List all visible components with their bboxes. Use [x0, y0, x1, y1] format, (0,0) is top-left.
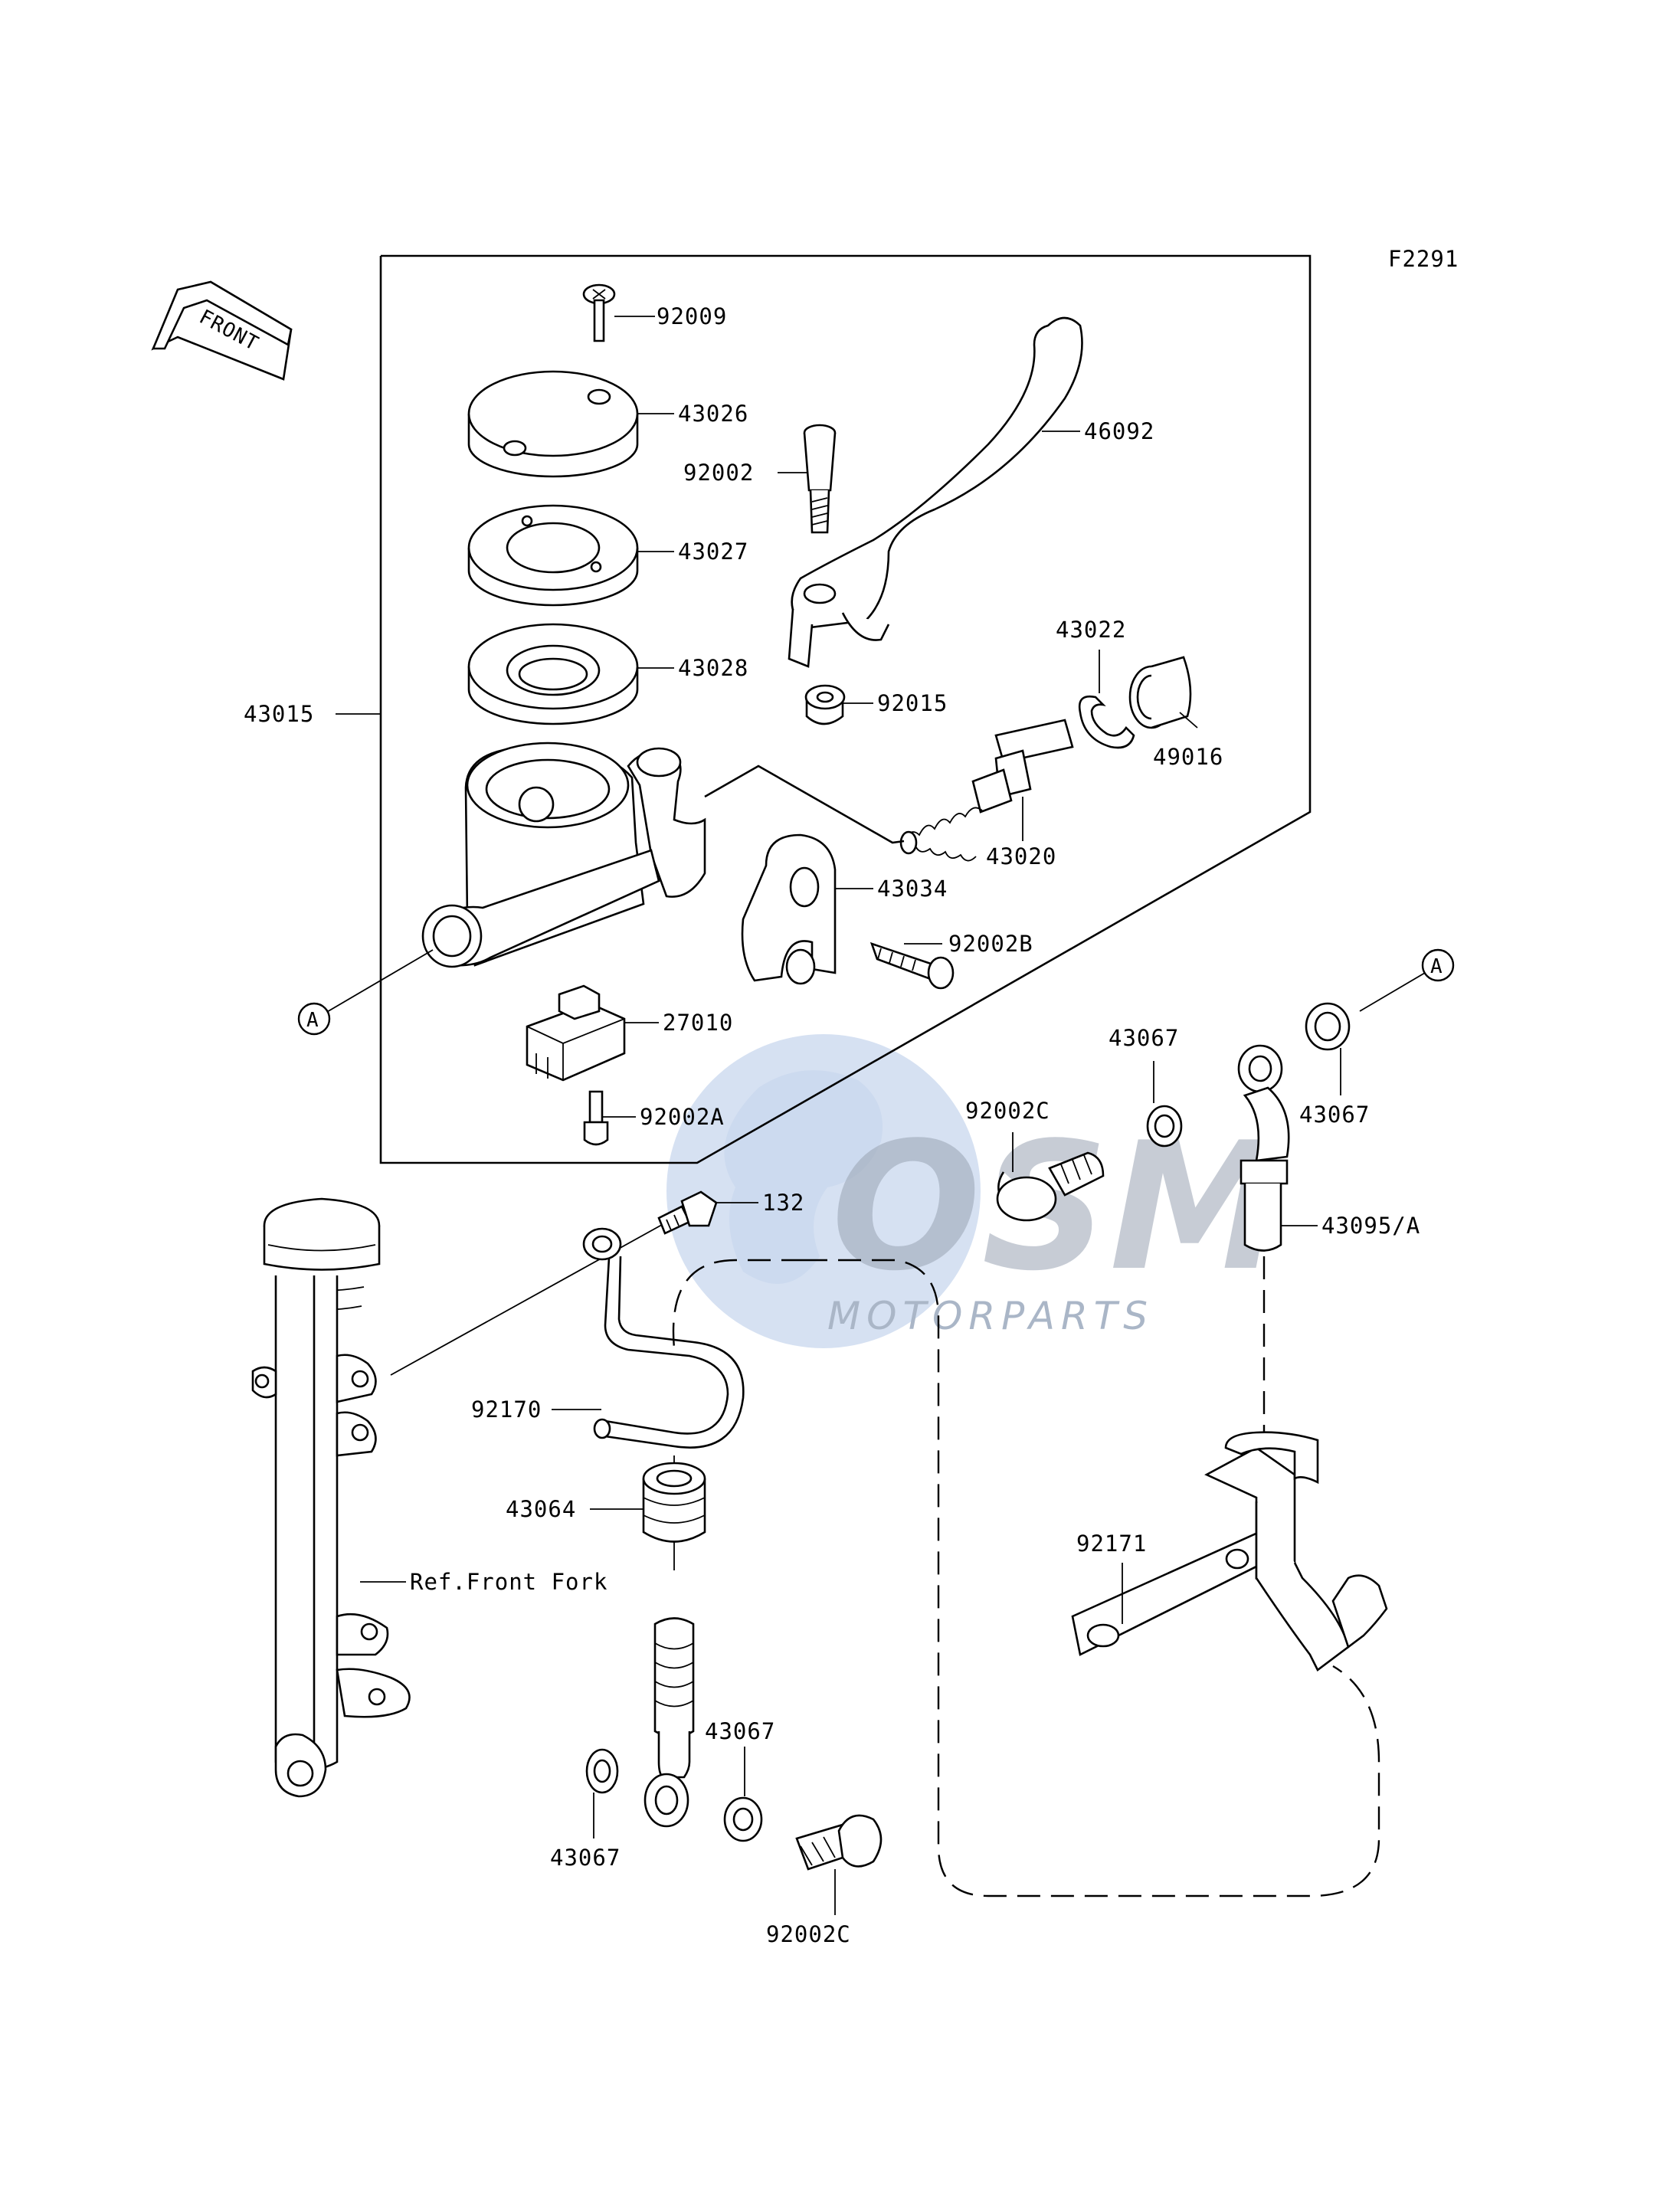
hose-43095A	[1237, 1044, 1290, 1252]
label-92002A: 92002A	[640, 1104, 725, 1130]
label-43095A: 43095/A	[1321, 1213, 1420, 1239]
label-132: 132	[762, 1190, 804, 1216]
bolt-132	[657, 1190, 718, 1235]
bolt-92002C-lower	[795, 1814, 883, 1871]
label-ref-front-fork: Ref.Front Fork	[410, 1569, 607, 1595]
watermark-brand: OSM	[831, 1105, 1285, 1310]
label-43026: 43026	[678, 401, 748, 427]
label-43015: 43015	[244, 701, 314, 727]
label-43064: 43064	[506, 1496, 576, 1522]
hose-lower	[644, 1617, 695, 1828]
label-43067-lower-right: 43067	[705, 1718, 775, 1744]
label-43034: 43034	[877, 876, 948, 902]
label-46092: 46092	[1084, 418, 1154, 444]
marker-a-right: A	[1430, 955, 1443, 978]
watermark: OSM MOTORPARTS	[666, 1034, 1285, 1348]
assembly-box	[379, 254, 1312, 1164]
clamp-43034	[741, 833, 837, 985]
screw-92009	[582, 283, 616, 342]
label-92002B: 92002B	[948, 931, 1033, 957]
label-43067-middle: 43067	[1109, 1025, 1179, 1051]
pipe-92170	[582, 1227, 745, 1449]
clip-43022	[1078, 695, 1135, 749]
label-92002C-lower: 92002C	[766, 1921, 851, 1947]
switch-27010	[526, 984, 626, 1082]
label-43067-lower-left: 43067	[550, 1845, 621, 1871]
master-cylinder-43015	[421, 742, 706, 968]
lever-46092	[788, 316, 1083, 668]
label-92002: 92002	[683, 460, 754, 486]
front-arrow-icon: FRONT	[151, 280, 293, 381]
front-fork	[251, 1197, 411, 1798]
connection-marker-right: A	[1421, 948, 1455, 982]
plate-43027	[467, 504, 639, 607]
label-92170: 92170	[471, 1396, 542, 1423]
marker-a-left: A	[306, 1009, 319, 1032]
label-43027: 43027	[678, 539, 748, 565]
washer-43067-lower-left	[585, 1748, 619, 1794]
label-92015: 92015	[877, 690, 948, 716]
label-43028: 43028	[678, 655, 748, 681]
washer-43067-lower-right	[723, 1796, 763, 1842]
diaphragm-43028	[467, 623, 639, 725]
label-43020: 43020	[986, 843, 1056, 869]
diagram-code: F2291	[1388, 246, 1459, 272]
pivot-bolt-92002	[803, 424, 837, 534]
label-43067-right: 43067	[1299, 1102, 1370, 1128]
bolt-92002C-upper	[996, 1151, 1105, 1222]
grommet-43064	[642, 1462, 706, 1543]
cap-43026	[467, 370, 639, 478]
connection-marker-left: A	[297, 1002, 331, 1036]
label-92002C-upper: 92002C	[965, 1098, 1050, 1124]
piston-43020	[899, 719, 1074, 862]
label-43022: 43022	[1056, 617, 1126, 643]
label-92009: 92009	[657, 303, 727, 329]
watermark-sub: MOTORPARTS	[827, 1294, 1154, 1338]
label-49016: 49016	[1153, 744, 1223, 770]
bolt-92002A	[583, 1090, 609, 1146]
dashed-route-upper	[672, 1259, 804, 1349]
nut-92015	[804, 684, 846, 725]
label-27010: 27010	[663, 1010, 733, 1036]
bolt-92002B	[869, 941, 955, 990]
washer-43067-middle	[1146, 1105, 1183, 1148]
boot-49016	[1128, 656, 1192, 729]
washer-43067-right	[1305, 1002, 1351, 1051]
label-92171: 92171	[1076, 1531, 1147, 1557]
dashed-route-loop	[804, 1259, 1380, 1897]
